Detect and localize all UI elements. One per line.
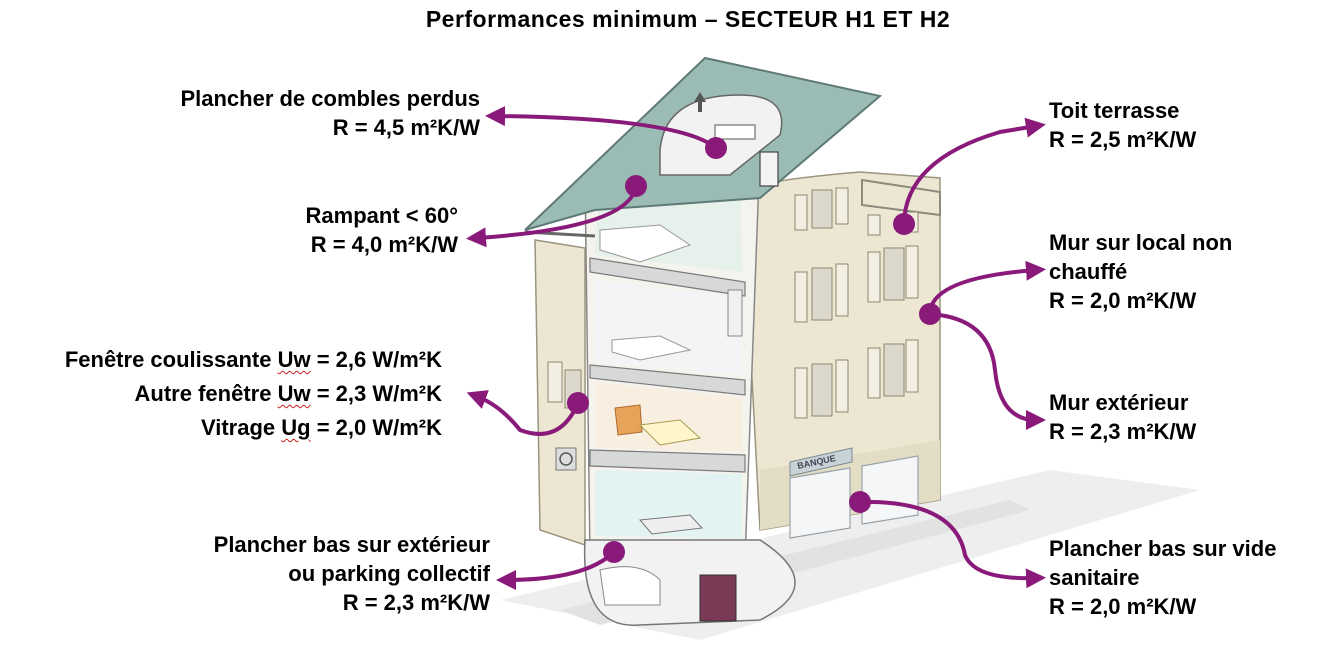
- label-mur-local-line3: R = 2,0 m²K/W: [1049, 288, 1197, 313]
- wall-fan: [555, 447, 577, 471]
- chimney: [759, 151, 779, 187]
- callout-dots: [567, 137, 941, 563]
- armchair: [614, 404, 643, 436]
- label-fenetre-line1: Fenêtre coulissante Uw = 2,6 W/m²K: [64, 347, 442, 372]
- label-mur-ext-line2: R = 2,3 m²K/W: [1049, 419, 1197, 444]
- label-fenetre-line3: Vitrage Ug = 2,0 W/m²K: [200, 415, 442, 440]
- label-toit-line1: Toit terrasse: [1049, 98, 1180, 123]
- callout-toit: [902, 117, 1046, 226]
- label-rampant-line1: Rampant < 60°: [305, 203, 458, 228]
- callout-mur-local: [928, 260, 1046, 316]
- vent-arrow: [694, 92, 706, 112]
- page-title: Performances minimum – SECTEUR H1 ET H2: [425, 6, 951, 32]
- callout-lines: [466, 106, 1046, 590]
- label-combles-line2: R = 4,5 m²K/W: [332, 115, 480, 140]
- shop-sign-board: [789, 447, 853, 477]
- label-vide-line2: sanitaire: [1049, 565, 1140, 590]
- label-mur-exterieur: Mur extérieur R = 2,3 m²K/W: [1049, 388, 1196, 446]
- callout-fenetre: [466, 390, 580, 436]
- label-plancher-ext-line1: Plancher bas sur extérieur: [213, 532, 490, 557]
- label-vide-line3: R = 2,0 m²K/W: [1049, 594, 1197, 619]
- label-mur-local-line1: Mur sur local non: [1049, 230, 1233, 255]
- coffee-table: [638, 419, 702, 446]
- label-plancher-combles: Plancher de combles perdus R = 4,5 m²K/W: [180, 84, 480, 142]
- label-rampant: Rampant < 60° R = 4,0 m²K/W: [306, 201, 458, 259]
- callout-combles: [485, 106, 718, 150]
- label-rampant-line2: R = 4,0 m²K/W: [310, 232, 458, 257]
- attic-insulation: [714, 124, 756, 140]
- label-fenetres: Fenêtre coulissante Uw = 2,6 W/m²K Autre…: [65, 343, 442, 445]
- label-toit-terrasse: Toit terrasse R = 2,5 m²K/W: [1049, 96, 1196, 154]
- boiler: [699, 574, 737, 622]
- label-mur-local: Mur sur local non chauffé R = 2,0 m²K/W: [1049, 228, 1232, 315]
- bathtub: [611, 335, 692, 361]
- label-combles-line1: Plancher de combles perdus: [180, 86, 480, 111]
- label-vide-line1: Plancher bas sur vide: [1049, 536, 1277, 561]
- label-plancher-ext-line3: R = 2,3 m²K/W: [342, 590, 490, 615]
- label-plancher-exterieur: Plancher bas sur extérieur ou parking co…: [214, 530, 490, 617]
- right-windows: [794, 187, 919, 419]
- car: [599, 566, 661, 606]
- office: [595, 470, 742, 538]
- label-toit-line2: R = 2,5 m²K/W: [1049, 127, 1197, 152]
- callout-mur-ext: [928, 312, 1046, 430]
- desk: [638, 514, 704, 535]
- label-plancher-ext-line2: ou parking collectif: [288, 561, 490, 586]
- label-plancher-vide: Plancher bas sur vide sanitaire R = 2,0 …: [1049, 534, 1276, 621]
- left-window-shutter: [547, 361, 563, 403]
- callout-vide: [858, 499, 1046, 589]
- shop-windows: [789, 455, 919, 539]
- label-mur-local-line2: chauffé: [1049, 259, 1128, 284]
- bed: [599, 224, 692, 263]
- label-mur-ext-line1: Mur extérieur: [1049, 390, 1189, 415]
- label-fenetre-line2: Autre fenêtre Uw = 2,3 W/m²K: [134, 381, 442, 406]
- living-room: [595, 382, 742, 452]
- water-heater: [727, 289, 743, 337]
